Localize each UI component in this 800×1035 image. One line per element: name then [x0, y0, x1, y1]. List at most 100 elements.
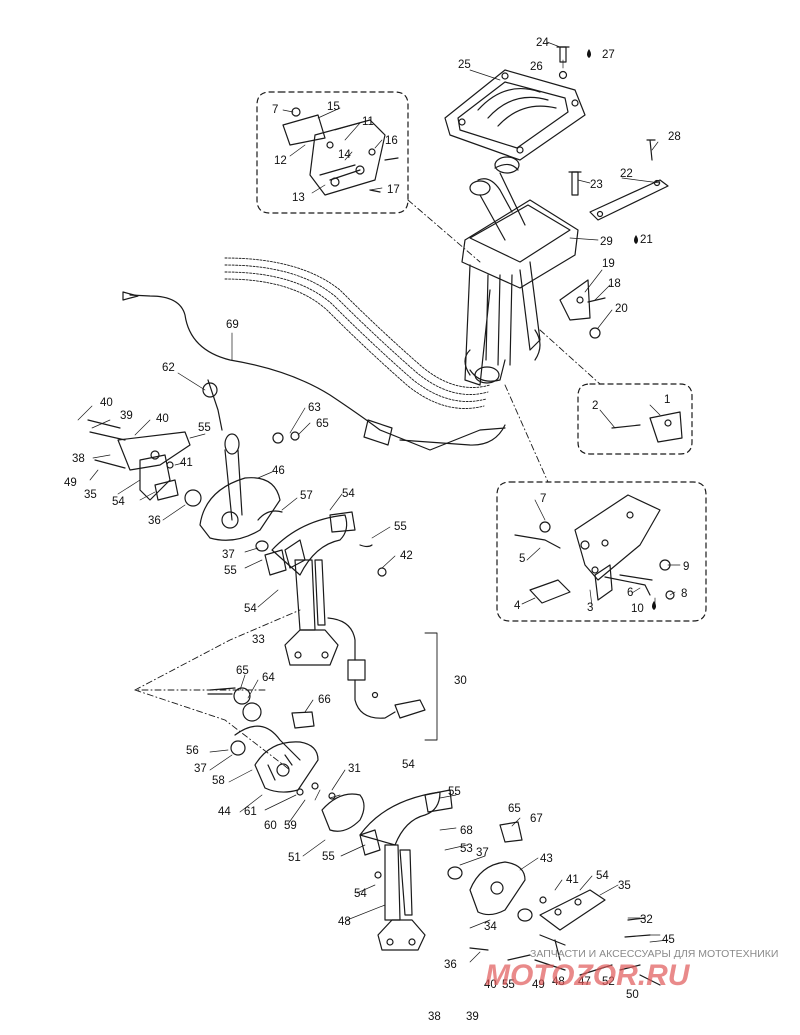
- shifter-tower-lower: [359, 789, 453, 951]
- callout-label: 44: [218, 806, 231, 818]
- callout-label: 33: [252, 634, 265, 646]
- leader-lines: [134, 199, 601, 771]
- screw-set-top: [556, 46, 582, 196]
- callout-label: 66: [318, 694, 331, 706]
- callout-label: 65: [316, 418, 329, 430]
- lubricant-drop-icons: [587, 49, 656, 610]
- callout-label: 55: [198, 422, 211, 434]
- callout-label: 37: [476, 847, 489, 859]
- drop-icon: [587, 49, 591, 58]
- callout-label: 7: [540, 493, 546, 505]
- callout-label: 62: [162, 362, 175, 374]
- callout-label: 55: [394, 521, 407, 533]
- callout-label: 49: [64, 477, 77, 489]
- watermark-logo: MOTOZOR.RU: [485, 959, 691, 992]
- callout-label: 55: [224, 565, 237, 577]
- callout-label: 15: [327, 101, 340, 113]
- callout-label: 29: [600, 236, 613, 248]
- callout-label: 65: [508, 803, 521, 815]
- callout-label: 64: [262, 672, 275, 684]
- callout-label: 68: [460, 825, 473, 837]
- lever-assembly-right: [447, 821, 661, 986]
- callout-label: 17: [387, 184, 400, 196]
- callout-label: 50: [626, 989, 639, 1001]
- callout-label: 4: [514, 600, 521, 612]
- callout-label: 13: [292, 192, 305, 204]
- callout-label: 32: [640, 914, 653, 926]
- shift-housing: [461, 156, 579, 386]
- callout-label: 34: [484, 921, 497, 933]
- callout-label: 1: [664, 394, 670, 406]
- callout-label: 21: [640, 234, 653, 246]
- callout-label: 40: [100, 397, 113, 409]
- detail-bracket-parts: [611, 411, 683, 443]
- callout-label: 56: [186, 745, 199, 757]
- callout-label: 55: [502, 979, 515, 991]
- callout-label: 30: [454, 675, 467, 687]
- callout-label: 61: [244, 806, 257, 818]
- callout-label: 40: [156, 413, 169, 425]
- callout-label: 51: [288, 852, 301, 864]
- callout-label: 41: [180, 457, 193, 469]
- callout-label: 53: [460, 843, 473, 855]
- callout-label: 67: [530, 813, 543, 825]
- callout-label: 38: [72, 453, 85, 465]
- callout-label: 2: [592, 400, 598, 412]
- callout-label: 5: [519, 553, 525, 565]
- detail-plate-parts: [282, 107, 399, 196]
- parts-artwork: [77, 41, 707, 986]
- callout-label: 54: [342, 488, 355, 500]
- callout-label: 10: [631, 603, 644, 615]
- callout-label: 3: [587, 602, 593, 614]
- lever-assembly-lower: [207, 687, 365, 832]
- watermark: ЗАПЧАСТИ И АКСЕССУАРЫ ДЛЯ МОТОТЕХНИКИ MO…: [485, 948, 778, 992]
- callout-label: 19: [602, 258, 615, 270]
- callout-label: 54: [112, 496, 125, 508]
- callout-label: 35: [84, 489, 97, 501]
- callout-label: 25: [458, 59, 471, 71]
- callout-label: 69: [226, 319, 239, 331]
- shift-cover: [444, 69, 586, 161]
- callout-label: 54: [402, 759, 415, 771]
- callout-label: 57: [300, 490, 313, 502]
- callout-label: 18: [608, 278, 621, 290]
- callout-label: 9: [683, 561, 689, 573]
- callout-label: 22: [620, 168, 633, 180]
- callout-label: 37: [222, 549, 235, 561]
- callout-label: 14: [338, 149, 351, 161]
- drop-icon: [634, 235, 638, 244]
- detail-box-shifter-plate: [256, 91, 409, 214]
- callout-label: 39: [120, 410, 133, 422]
- callout-label: 42: [400, 550, 413, 562]
- callout-label: 55: [322, 851, 335, 863]
- callout-label: 35: [618, 880, 631, 892]
- callout-label: 24: [536, 37, 549, 49]
- callout-label: 65: [236, 665, 249, 677]
- callout-label: 54: [244, 603, 257, 615]
- callout-label: 16: [385, 135, 398, 147]
- sensor-harness: [327, 617, 426, 719]
- watermark-caption: ЗАПЧАСТИ И АКСЕССУАРЫ ДЛЯ МОТОТЕХНИКИ: [530, 948, 778, 960]
- callout-label: 46: [272, 465, 285, 477]
- callout-label: 23: [590, 179, 603, 191]
- callout-label: 49: [532, 979, 545, 991]
- callout-label: 58: [212, 775, 225, 787]
- callout-label: 43: [540, 853, 553, 865]
- callout-label: 60: [264, 820, 277, 832]
- callout-label: 11: [362, 116, 374, 128]
- callout-label: 40: [484, 979, 497, 991]
- throttle-cable: [122, 291, 506, 451]
- callout-label: 55: [448, 786, 461, 798]
- callout-label: 28: [668, 131, 681, 143]
- detail-lever-mount-parts: [514, 494, 675, 604]
- callout-label: 36: [148, 515, 161, 527]
- callout-label: 39: [466, 1011, 479, 1023]
- callout-label: 47: [578, 976, 591, 988]
- callout-label: 54: [354, 888, 367, 900]
- callout-label: 7: [272, 104, 278, 116]
- callout-leaders: [77, 41, 681, 963]
- callout-label: 41: [566, 874, 579, 886]
- callout-label: 38: [428, 1011, 441, 1023]
